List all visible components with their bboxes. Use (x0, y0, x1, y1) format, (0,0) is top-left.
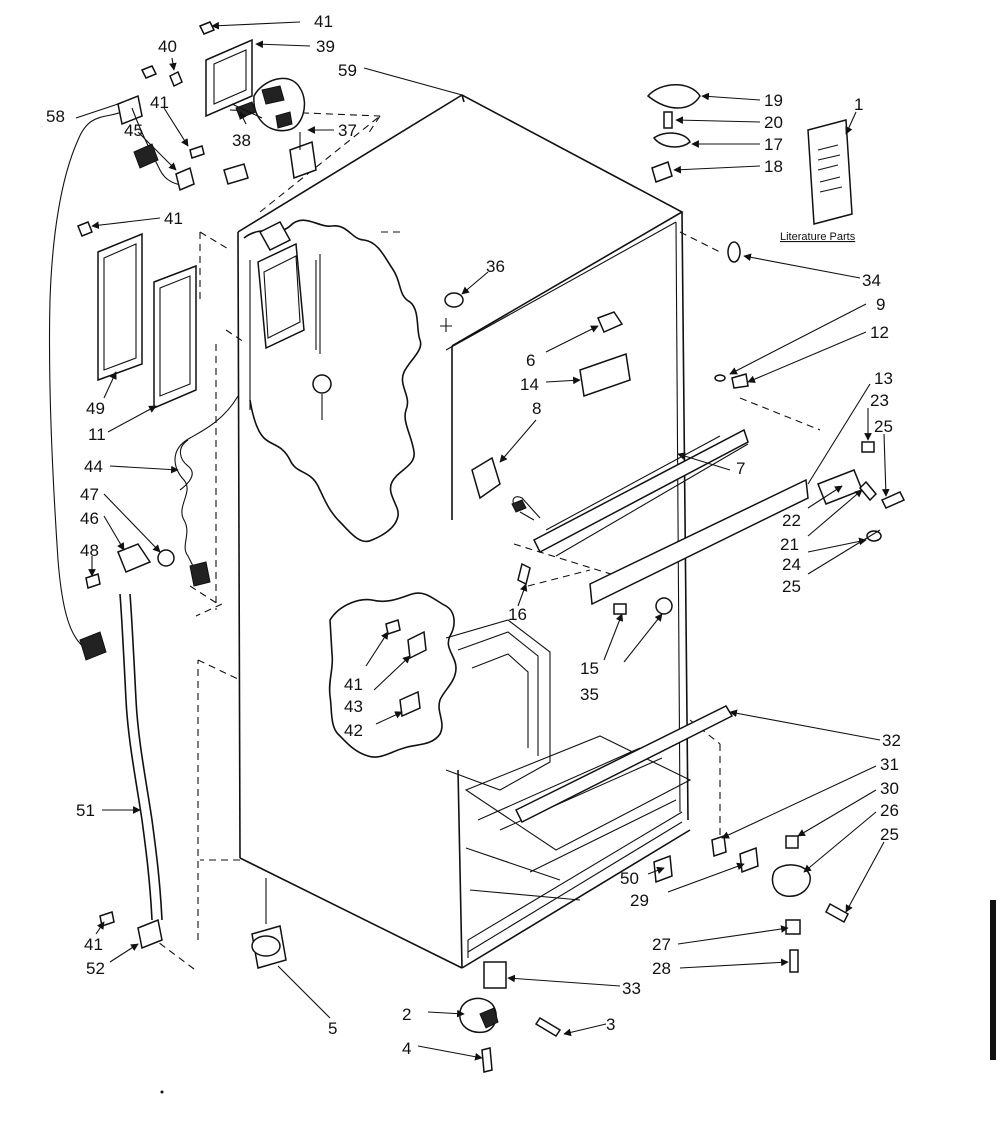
callout-6: 6 (526, 351, 535, 370)
callout-1: 1 (854, 95, 863, 114)
callout-11: 11 (88, 425, 106, 444)
left-side-parts (48, 94, 239, 950)
callout-20: 20 (764, 113, 783, 132)
callout-31: 31 (880, 755, 899, 774)
callout-4: 4 (402, 1039, 411, 1058)
callout-50: 50 (620, 869, 639, 888)
callout-48: 48 (80, 541, 99, 560)
callout-23: 23 (870, 391, 889, 410)
callout-32: 32 (882, 731, 901, 750)
callout-38: 38 (232, 131, 251, 150)
callout-25: 25 (880, 825, 899, 844)
bottom-parts (251, 441, 906, 1073)
leader-lines (75, 21, 890, 1061)
callout-52: 52 (86, 959, 105, 978)
callout-47: 47 (80, 485, 99, 504)
callout-16: 16 (508, 605, 527, 624)
callout-49: 49 (86, 399, 105, 418)
callout-41: 41 (150, 93, 169, 112)
callout-5: 5 (328, 1019, 337, 1038)
callout-18: 18 (764, 157, 783, 176)
callout-27: 27 (652, 935, 671, 954)
callout-36: 36 (486, 257, 505, 276)
callout-14: 14 (520, 375, 539, 394)
callout-58: 58 (46, 107, 65, 126)
callout-43: 43 (344, 697, 363, 716)
callout-2: 2 (402, 1005, 411, 1024)
literature-parts-label: Literature Parts (780, 231, 856, 243)
callout-51: 51 (76, 801, 95, 820)
callout-26: 26 (880, 801, 899, 820)
callout-37: 37 (338, 121, 357, 140)
callout-46: 46 (80, 509, 99, 528)
cabinet-body (149, 94, 821, 973)
top-control-parts (140, 21, 317, 185)
interior-components (257, 221, 809, 901)
callout-39: 39 (316, 37, 335, 56)
callout-12: 12 (870, 323, 889, 342)
callout-25: 25 (874, 417, 893, 436)
callout-41: 41 (164, 209, 183, 228)
callout-41: 41 (314, 12, 333, 31)
scan-edge-bar (990, 900, 996, 1060)
callout-29: 29 (630, 891, 649, 910)
top-right-parts (646, 84, 853, 225)
callout-40: 40 (158, 37, 177, 56)
callout-9: 9 (876, 295, 885, 314)
callout-59: 59 (338, 61, 357, 80)
callout-13: 13 (874, 369, 893, 388)
callout-19: 19 (764, 91, 783, 110)
callout-28: 28 (652, 959, 671, 978)
callout-17: 17 (764, 135, 783, 154)
scan-speck (160, 1090, 164, 1094)
callout-42: 42 (344, 721, 363, 740)
callout-21: 21 (780, 535, 799, 554)
callout-24: 24 (782, 555, 801, 574)
callout-22: 22 (782, 511, 801, 530)
callout-15: 15 (580, 659, 599, 678)
callout-33: 33 (622, 979, 641, 998)
callout-34: 34 (862, 271, 881, 290)
callout-44: 44 (84, 457, 103, 476)
callout-3: 3 (606, 1015, 615, 1034)
callout-41: 41 (344, 675, 363, 694)
callout-8: 8 (532, 399, 541, 418)
callout-7: 7 (736, 459, 745, 478)
callout-30: 30 (880, 779, 899, 798)
callout-numbers: 41 39 59 40 41 38 37 58 45 41 49 11 44 4… (46, 12, 901, 1058)
callout-35: 35 (580, 685, 599, 704)
callout-25: 25 (782, 577, 801, 596)
callout-41: 41 (84, 935, 103, 954)
callout-45: 45 (124, 121, 143, 140)
